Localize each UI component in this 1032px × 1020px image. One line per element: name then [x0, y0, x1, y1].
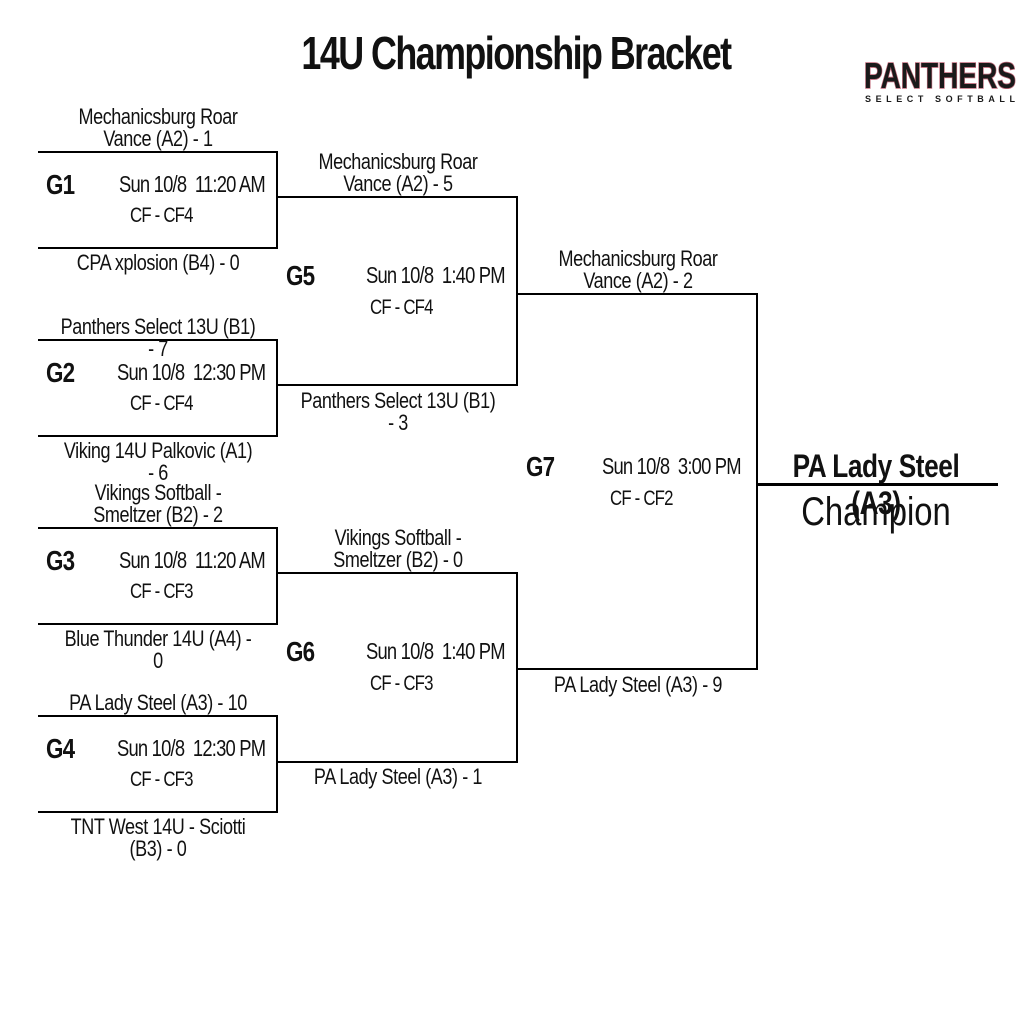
- logo-main-text: PANTHERS: [864, 55, 1016, 96]
- g6-bottom-team: PA Lady Steel (A3) - 1: [313, 764, 483, 789]
- g1-bottom-line: [38, 247, 278, 249]
- g5-bottom-line: [276, 384, 518, 386]
- g7-bottom-team: PA Lady Steel (A3) - 9: [553, 672, 723, 697]
- g2-game-id: G2: [46, 357, 75, 388]
- g2-right-line: [276, 339, 278, 437]
- g2-time: Sun 10/8 12:30 PM: [117, 359, 266, 385]
- panthers-logo: PANTHERS SELECT SOFTBALL: [863, 54, 1017, 104]
- g2-bottom-line: [38, 435, 278, 437]
- g3-game-id: G3: [46, 545, 75, 576]
- g3-right-line: [276, 527, 278, 625]
- logo-sub-text: SELECT SOFTBALL: [865, 94, 1016, 104]
- g4-right-line: [276, 715, 278, 813]
- g4-bottom-team: TNT West 14U - Sciotti (B3) - 0: [70, 814, 246, 861]
- g3-time: Sun 10/8 11:20 AM: [119, 547, 266, 573]
- g5-top-line: [276, 196, 518, 198]
- g4-time: Sun 10/8 12:30 PM: [117, 735, 266, 761]
- g7-top-team: Mechanicsburg Roar Vance (A2) - 2: [558, 246, 718, 293]
- g5-game-id: G5: [286, 260, 315, 291]
- g6-game-id: G6: [286, 636, 315, 667]
- g7-bottom-line: [516, 668, 758, 670]
- g6-right-line: [516, 572, 518, 763]
- g6-top-line: [276, 572, 518, 574]
- champion-name: PA Lady Steel (A3): [792, 448, 960, 521]
- champion-line: [756, 483, 998, 486]
- g6-time: Sun 10/8 1:40 PM: [366, 638, 506, 664]
- g4-bottom-line: [38, 811, 278, 813]
- g2-field: CF - CF4: [130, 392, 193, 415]
- g3-top-team: Vikings Softball - Smeltzer (B2) - 2: [93, 480, 223, 527]
- g4-field: CF - CF3: [130, 768, 193, 791]
- g1-field: CF - CF4: [130, 204, 193, 227]
- g7-time: Sun 10/8 3:00 PM: [602, 453, 742, 479]
- g3-bottom-line: [38, 623, 278, 625]
- champion-label: Champion: [801, 490, 951, 534]
- g5-bottom-team: Panthers Select 13U (B1) - 3: [300, 388, 496, 435]
- bracket-title: 14U Championship Bracket: [301, 27, 732, 79]
- g4-top-team: PA Lady Steel (A3) - 10: [69, 690, 247, 715]
- g1-top-team: Mechanicsburg Roar Vance (A2) - 1: [78, 104, 238, 151]
- g5-right-line: [516, 196, 518, 386]
- g1-time: Sun 10/8 11:20 AM: [119, 171, 266, 197]
- g3-bottom-team: Blue Thunder 14U (A4) - 0: [64, 626, 252, 673]
- g4-game-id: G4: [46, 733, 75, 764]
- g7-right-line: [756, 293, 758, 670]
- g1-bottom-team: CPA xplosion (B4) - 0: [76, 250, 240, 275]
- g1-top-line: [38, 151, 278, 153]
- g3-field: CF - CF3: [130, 580, 193, 603]
- g2-top-line: [38, 339, 278, 341]
- g1-right-line: [276, 151, 278, 249]
- g7-game-id: G7: [526, 451, 555, 482]
- g5-field: CF - CF4: [370, 296, 433, 319]
- g6-field: CF - CF3: [370, 672, 433, 695]
- g5-time: Sun 10/8 1:40 PM: [366, 262, 506, 288]
- g1-game-id: G1: [46, 169, 75, 200]
- g2-bottom-team: Viking 14U Palkovic (A1) - 6: [63, 438, 253, 485]
- g3-top-line: [38, 527, 278, 529]
- g2-top-team: Panthers Select 13U (B1) - 7: [60, 314, 256, 361]
- g5-top-team: Mechanicsburg Roar Vance (A2) - 5: [318, 149, 478, 196]
- g6-top-team: Vikings Softball - Smeltzer (B2) - 0: [333, 525, 463, 572]
- g6-bottom-line: [276, 761, 518, 763]
- g7-field: CF - CF2: [610, 487, 673, 510]
- g7-top-line: [516, 293, 758, 295]
- g4-top-line: [38, 715, 278, 717]
